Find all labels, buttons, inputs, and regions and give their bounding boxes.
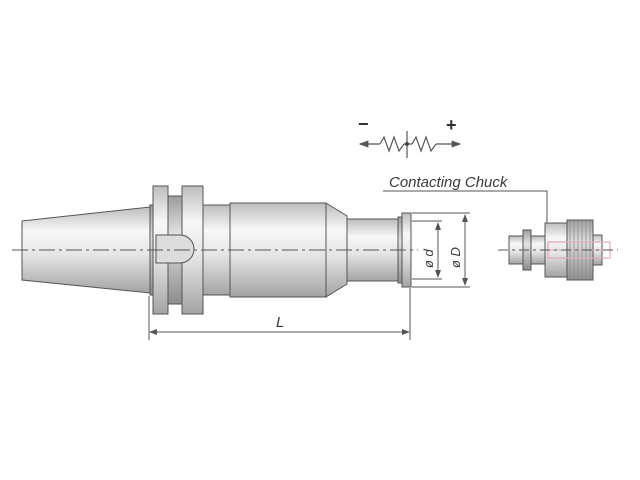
- dimension-L: [148, 288, 411, 340]
- drive-key-slot: [155, 234, 195, 264]
- dimension-diameters: [412, 212, 470, 288]
- contacting-chuck-leader: [383, 190, 548, 229]
- dimension-L-label: L: [276, 314, 284, 331]
- spring-center-dot: [405, 142, 409, 146]
- small-diameter-label: ø d: [421, 248, 436, 268]
- spring-symbol: [358, 131, 462, 158]
- minus-sign: −: [358, 114, 369, 134]
- contacting-chuck-label: Contacting Chuck: [389, 174, 509, 191]
- plus-sign: +: [446, 115, 457, 135]
- large-diameter-label: ø D: [448, 247, 463, 268]
